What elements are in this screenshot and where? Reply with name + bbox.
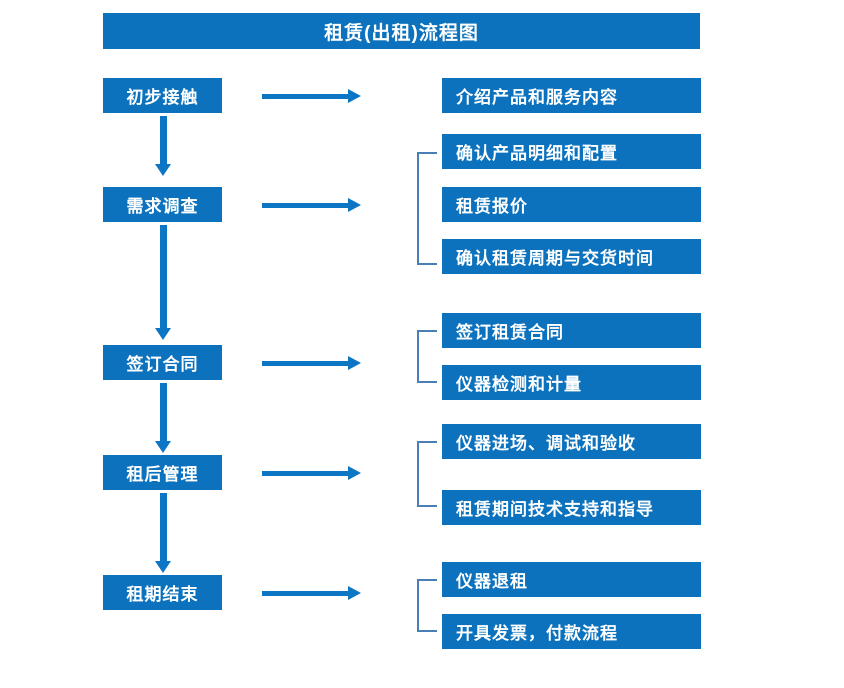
arrow-head <box>348 356 361 370</box>
detail-box-4-2[interactable]: 租赁期间技术支持和指导 <box>442 490 701 525</box>
arrow-shaft <box>262 591 350 596</box>
arrow-shaft <box>262 471 350 476</box>
detail-box-1-1[interactable]: 介绍产品和服务内容 <box>442 78 701 113</box>
stage-box-5[interactable]: 租期结束 <box>103 575 222 610</box>
stage-box-4[interactable]: 租后管理 <box>103 455 222 490</box>
arrow-shaft <box>160 225 167 328</box>
group-bracket-3 <box>417 330 437 383</box>
arrow-head <box>155 441 171 453</box>
arrow-shaft <box>160 116 167 164</box>
arrow-shaft <box>160 383 167 441</box>
stage-box-1[interactable]: 初步接触 <box>103 78 222 113</box>
detail-box-3-2[interactable]: 仪器检测和计量 <box>442 365 701 400</box>
detail-box-5-1[interactable]: 仪器退租 <box>442 562 701 597</box>
group-bracket-4 <box>417 441 437 507</box>
arrow-head <box>155 561 171 573</box>
detail-box-2-1[interactable]: 确认产品明细和配置 <box>442 134 701 169</box>
detail-box-2-2[interactable]: 租赁报价 <box>442 187 701 222</box>
arrow-head <box>348 466 361 480</box>
arrow-stage-4-to-stage-5 <box>155 493 171 573</box>
arrow-head <box>155 164 171 176</box>
arrow-head <box>348 586 361 600</box>
detail-box-4-1[interactable]: 仪器进场、调试和验收 <box>442 424 701 459</box>
arrow-shaft <box>262 94 350 99</box>
group-bracket-5 <box>417 579 437 632</box>
arrow-head <box>155 328 171 340</box>
diagram-title: 租赁(出租)流程图 <box>103 13 700 49</box>
stage-box-2[interactable]: 需求调查 <box>103 187 222 222</box>
arrow-shaft <box>262 203 350 208</box>
detail-box-5-2[interactable]: 开具发票，付款流程 <box>442 614 701 649</box>
arrow-stage-3-to-stage-4 <box>155 383 171 453</box>
detail-box-2-3[interactable]: 确认租赁周期与交货时间 <box>442 239 701 274</box>
stage-box-3[interactable]: 签订合同 <box>103 345 222 380</box>
arrow-head <box>348 198 361 212</box>
arrow-stage-2-to-stage-3 <box>155 225 171 340</box>
arrow-shaft <box>262 361 350 366</box>
arrow-stage-1-to-stage-2 <box>155 116 171 176</box>
arrow-shaft <box>160 493 167 561</box>
arrow-head <box>348 89 361 103</box>
detail-box-3-1[interactable]: 签订租赁合同 <box>442 313 701 348</box>
group-bracket-2 <box>417 152 437 265</box>
